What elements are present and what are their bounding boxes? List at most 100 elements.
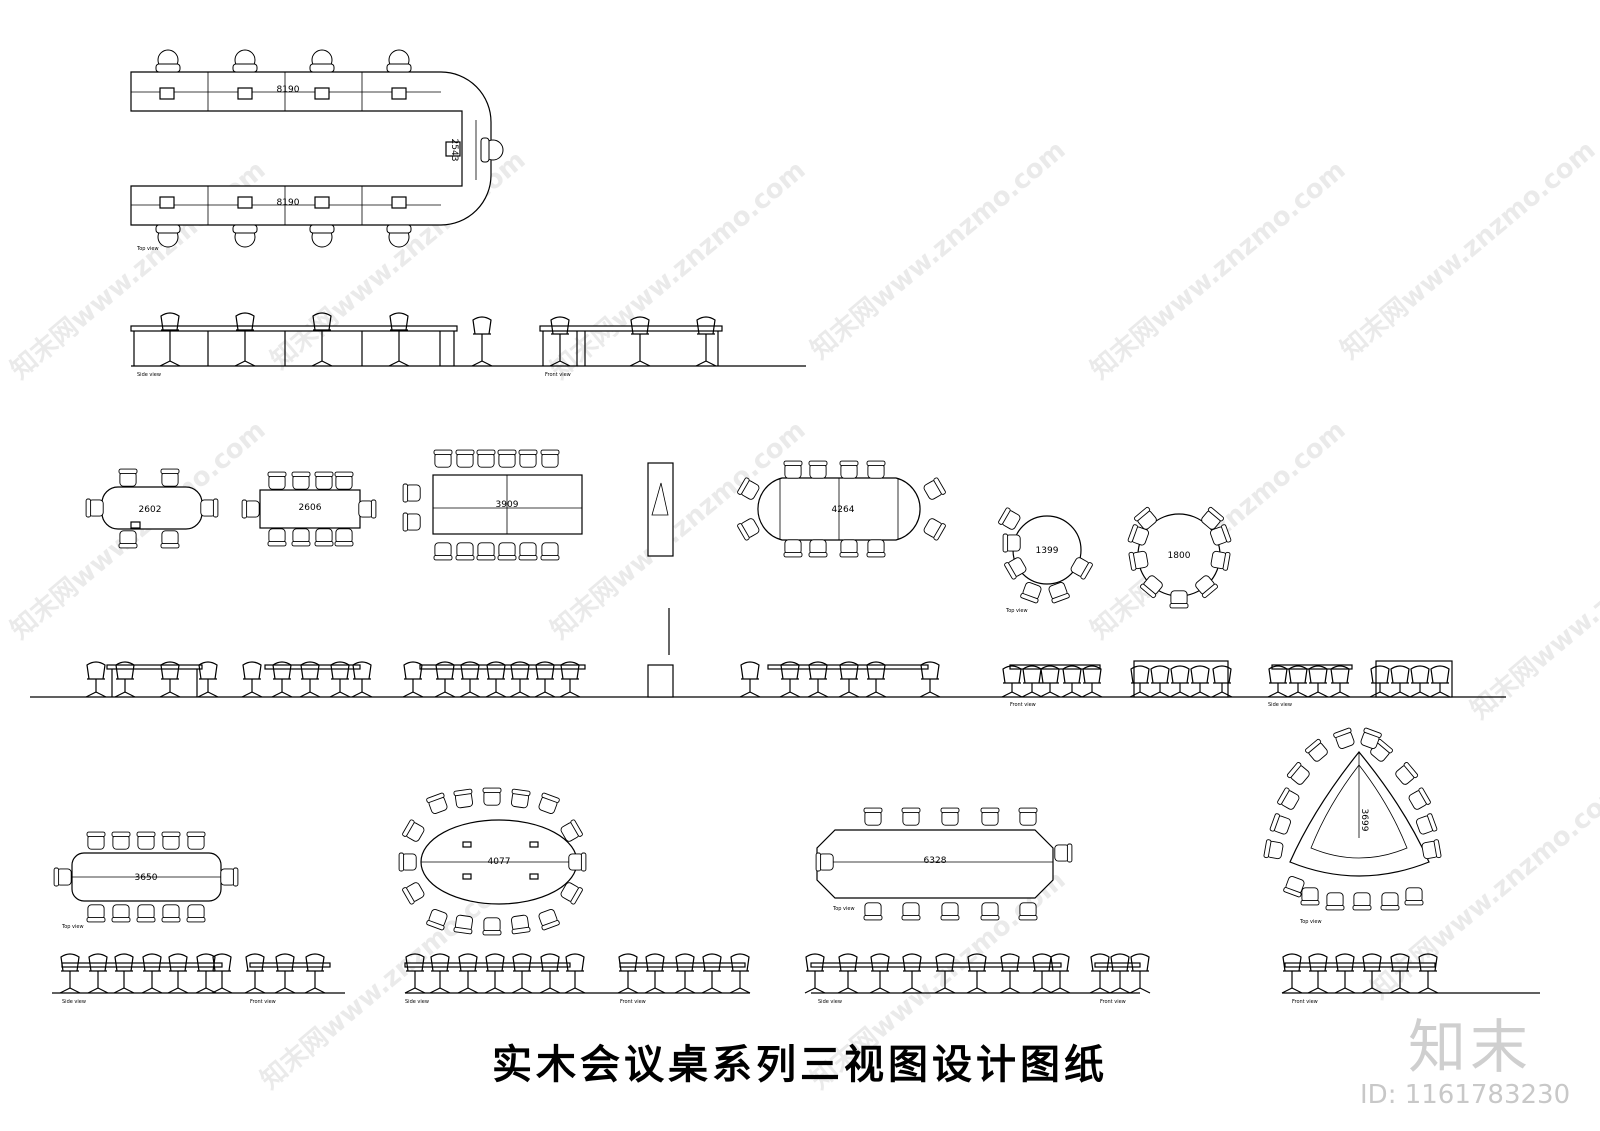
elevation-chair-icon [85, 661, 107, 698]
chair-icon [186, 831, 206, 850]
chair-icon [160, 530, 180, 549]
chair-icon [1128, 550, 1149, 571]
dim-2602: 2602 [139, 505, 162, 515]
chair-icon [455, 542, 475, 561]
chair-icon [808, 539, 828, 558]
elevation-chair-icon [244, 953, 266, 994]
chair-icon [136, 831, 156, 850]
watermark-text: 知末网www.znzmo.com [265, 145, 531, 375]
chair-icon [358, 499, 377, 519]
chair-icon [314, 471, 334, 490]
elevation-chair-icon [274, 953, 296, 994]
elevation-chair-icon [113, 953, 135, 994]
chair-icon [1277, 787, 1300, 810]
chair-icon [980, 807, 1000, 826]
elevation-chair-icon [999, 953, 1021, 994]
elevation-chair-icon [114, 661, 136, 698]
chair-icon [53, 867, 72, 887]
elevation-chair-icon [1334, 953, 1356, 994]
elevation-chair-icon [1409, 665, 1431, 698]
elevation-chair-icon [729, 953, 751, 994]
elevation-chair-icon [934, 953, 956, 994]
elevation-chair-icon [311, 312, 333, 367]
elevation-chair-icon [701, 953, 723, 994]
chair-icon [1018, 807, 1038, 826]
elevation-chair-icon [1061, 665, 1083, 698]
elevation-chair-icon [1211, 665, 1233, 698]
elevation-chair-icon [388, 312, 410, 367]
label-u-side-view: Side view [137, 372, 161, 378]
elevation-chair-icon [1021, 665, 1043, 698]
elevation-chair-icon [1089, 953, 1111, 994]
chair-icon [136, 904, 156, 923]
chair-icon [1352, 892, 1372, 911]
chair-icon [402, 819, 425, 842]
chair-icon [518, 542, 538, 561]
elevation-chair-icon [351, 661, 373, 698]
chair-icon [940, 902, 960, 921]
elevation-chair-icon [1039, 665, 1061, 698]
label-3699-top-view: Top view [1299, 919, 1322, 925]
chair-icon [334, 528, 354, 547]
dim-3909: 3909 [496, 500, 519, 510]
chair-icon [863, 807, 883, 826]
elevation-chair-icon [471, 316, 493, 367]
dim-4077: 4077 [488, 857, 511, 867]
elevation-chair-icon [919, 661, 941, 698]
elevation-chair-icon [87, 953, 109, 994]
elevation-chair-icon [1267, 665, 1289, 698]
chair-icon [1416, 813, 1438, 835]
brand-logo: 知末 [1408, 1013, 1533, 1081]
elevation-chair-icon [1189, 665, 1211, 698]
chair-icon [1201, 506, 1224, 530]
chair-icon [1300, 887, 1320, 906]
chair-icon [426, 909, 448, 931]
chair-icon [111, 831, 131, 850]
elevation-chair-icon [807, 661, 829, 698]
elevation-chair-icon [1031, 953, 1053, 994]
chair-icon [783, 460, 803, 479]
label-row2-side-view: Side view [1268, 702, 1292, 708]
chair-icon [1269, 813, 1291, 835]
drawing-title: 实木会议桌系列三视图设计图纸 [492, 1041, 1108, 1088]
row2-chairs [85, 449, 1232, 609]
chair-icon [220, 867, 239, 887]
chair-icon [783, 539, 803, 558]
chair-icon [1395, 762, 1419, 785]
elevation-chair-icon [549, 316, 571, 367]
elevation-chair-icon [457, 953, 479, 994]
elevation-chair-icon [559, 661, 581, 698]
chair-icon [398, 852, 417, 872]
elevation-chair-icon [299, 661, 321, 698]
elevation-chair-icon [404, 953, 426, 994]
elevation-chair-icon [1149, 665, 1171, 698]
elevation-chair-icon [617, 953, 639, 994]
chair-icon [1380, 892, 1400, 911]
chair-icon [118, 468, 138, 487]
chair-icon [402, 882, 425, 905]
elevation-chair-icon [1329, 665, 1351, 698]
chair-icon [1002, 533, 1021, 553]
elevation-chair-icon [59, 953, 81, 994]
chair-icon [940, 807, 960, 826]
chair-icon [737, 518, 760, 541]
label-6328-front-view: Front view [1100, 999, 1126, 1005]
chair-icon [160, 468, 180, 487]
table-3650-top: 3650 Top view [61, 852, 222, 930]
label-6328-top-view: Top view [832, 906, 855, 912]
elevation-chair-icon [779, 661, 801, 698]
chair-icon [402, 483, 421, 503]
chair-icon [497, 542, 517, 561]
chair-icon [923, 518, 946, 541]
elevation-chair-icon [1389, 953, 1411, 994]
dim-2606: 2606 [299, 503, 322, 513]
elevation-chair-icon [1081, 665, 1103, 698]
chair-icon [85, 498, 104, 518]
chair-icon [737, 477, 760, 500]
label-4077-side-view: Side view [405, 999, 429, 1005]
chair-icon [111, 904, 131, 923]
elevation-chair-icon [211, 953, 233, 994]
chair-icon [998, 507, 1021, 530]
elevation-chair-icon [1307, 665, 1329, 698]
table-1399-top: 1399 Top view [1005, 515, 1082, 614]
